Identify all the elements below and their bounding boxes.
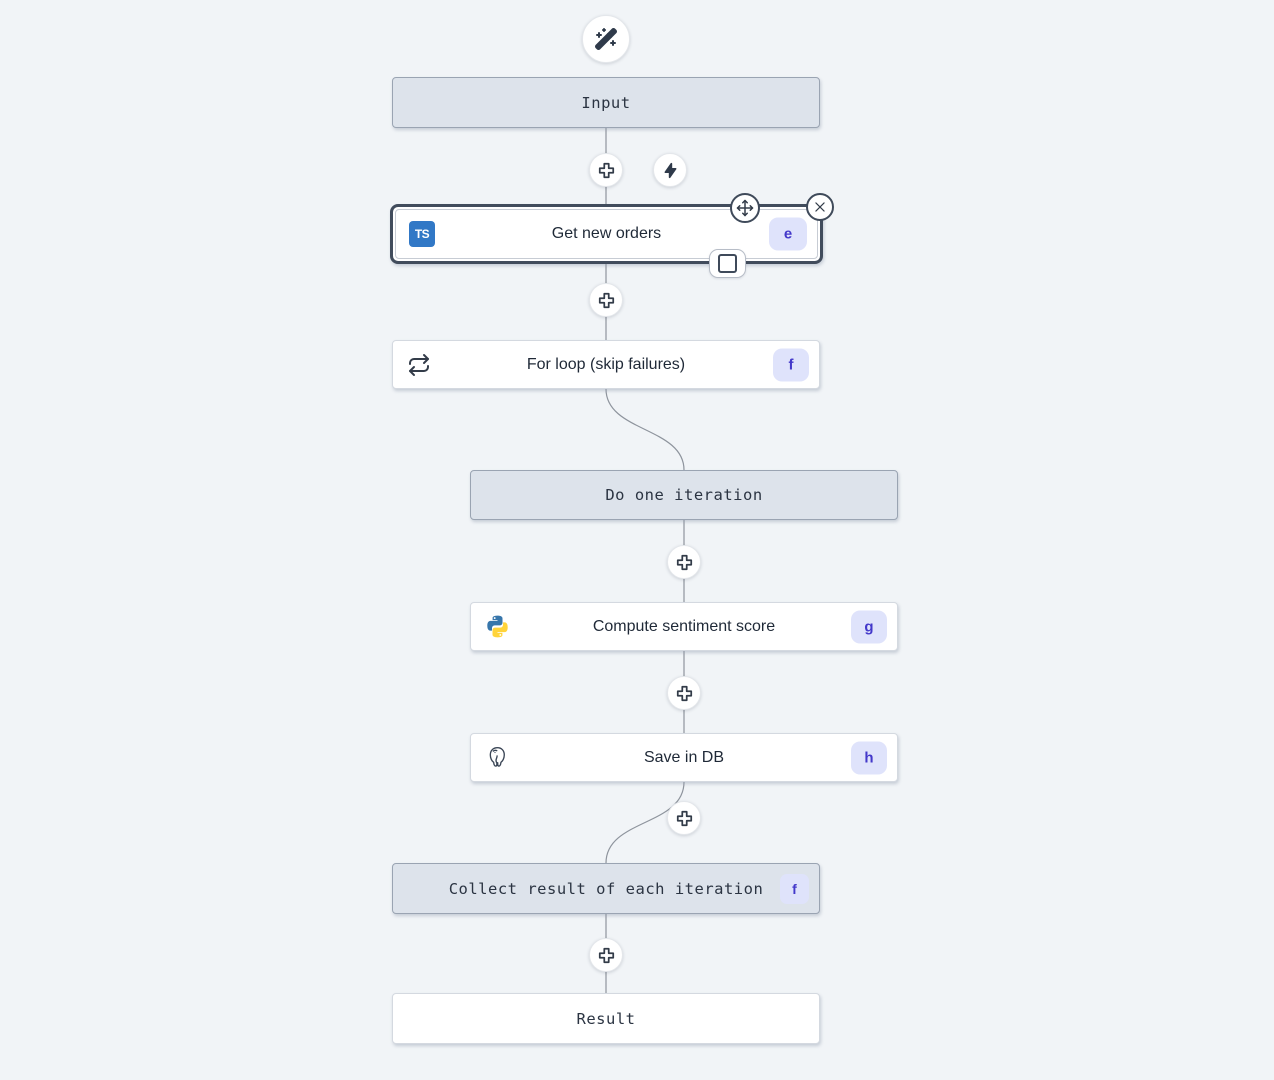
add-step-button[interactable] <box>589 938 623 972</box>
node-result[interactable]: Result <box>392 993 820 1044</box>
plus-icon <box>676 810 692 826</box>
plus-icon <box>598 947 614 963</box>
node-id-badge: f <box>780 873 809 904</box>
node-save-in-db[interactable]: Save in DB h <box>470 733 898 782</box>
square-icon <box>718 254 737 273</box>
plus-icon <box>598 162 614 178</box>
node-id-badge: h <box>851 741 887 774</box>
node-do-one-iteration-label: Do one iteration <box>605 486 763 504</box>
arrows-move-icon <box>736 199 754 217</box>
add-step-button[interactable] <box>667 676 701 710</box>
node-input[interactable]: Input <box>392 77 820 128</box>
node-toggle-button[interactable] <box>709 249 746 278</box>
move-node-button[interactable] <box>730 193 760 223</box>
node-save-in-db-label: Save in DB <box>643 748 725 766</box>
node-compute-sentiment-label: Compute sentiment score <box>592 617 776 635</box>
postgresql-icon <box>484 745 510 771</box>
edge-forloop-iteration <box>605 388 685 471</box>
node-compute-sentiment[interactable]: Compute sentiment score g <box>470 602 898 651</box>
plus-icon <box>676 685 692 701</box>
node-collect-result[interactable]: Collect result of each iteration f <box>392 863 820 914</box>
node-id-badge: f <box>773 348 809 381</box>
plus-icon <box>676 554 692 570</box>
node-for-loop-label: For loop (skip failures) <box>526 355 686 373</box>
node-input-label: Input <box>581 93 631 112</box>
plus-icon <box>598 292 614 308</box>
add-step-button[interactable] <box>589 283 623 317</box>
add-trigger-button[interactable] <box>653 153 687 187</box>
bolt-icon <box>664 162 676 178</box>
node-do-one-iteration[interactable]: Do one iteration <box>470 470 898 520</box>
node-collect-result-label: Collect result of each iteration <box>448 879 764 898</box>
add-step-button[interactable] <box>589 153 623 187</box>
node-for-loop[interactable]: For loop (skip failures) f <box>392 340 820 389</box>
python-icon <box>484 614 510 640</box>
node-get-new-orders-label: Get new orders <box>551 225 662 242</box>
node-result-label: Result <box>576 1009 636 1028</box>
typescript-icon-text: TS <box>409 221 435 247</box>
remove-node-button[interactable] <box>806 193 834 221</box>
node-id-badge: e <box>769 217 807 251</box>
add-step-button[interactable] <box>667 801 701 835</box>
node-id-badge: g <box>851 610 887 643</box>
typescript-icon: TS <box>409 221 435 247</box>
repeat-icon <box>406 352 432 378</box>
close-icon <box>815 202 825 212</box>
edge-save-collect <box>605 781 685 864</box>
wand-sparkles-icon <box>595 28 617 50</box>
ai-flow-builder-button[interactable] <box>582 15 630 63</box>
add-step-button[interactable] <box>667 545 701 579</box>
